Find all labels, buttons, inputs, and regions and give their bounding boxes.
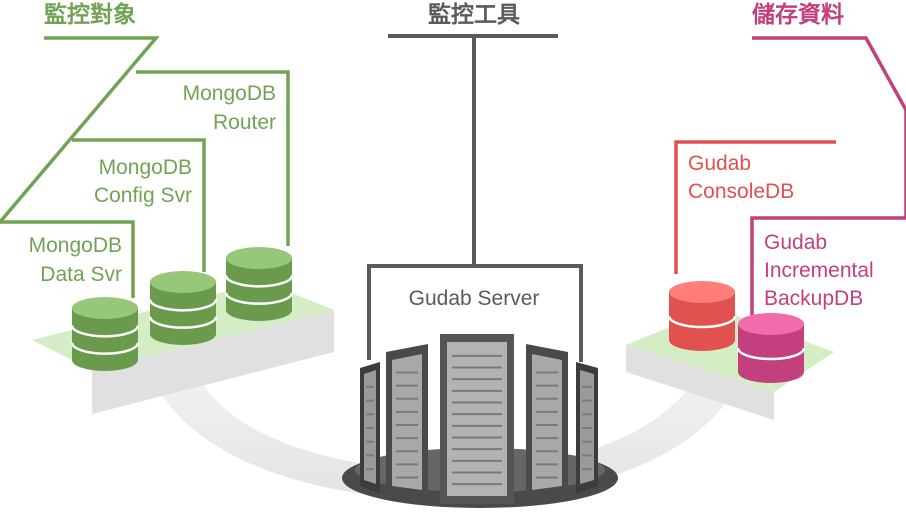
storage-platform-side bbox=[626, 345, 774, 420]
database-top bbox=[150, 271, 216, 293]
data-storage-group: 儲存資料 Gudab ConsoleDB Gudab Incremental B… bbox=[626, 1, 906, 420]
data-storage-title: 儲存資料 bbox=[752, 1, 844, 27]
database-body bbox=[738, 324, 804, 383]
router-label-line2: Router bbox=[213, 111, 276, 134]
console-label-line1: Gudab bbox=[688, 152, 751, 175]
incremental-database-icon bbox=[736, 313, 806, 383]
database-band bbox=[224, 292, 294, 305]
console-database-icon bbox=[667, 281, 737, 351]
database-band bbox=[667, 315, 737, 329]
database-band bbox=[736, 347, 806, 361]
server-rack-icon bbox=[360, 334, 598, 504]
database-band bbox=[148, 299, 218, 312]
incremental-label-line2: Incremental bbox=[764, 259, 874, 282]
monitored-platform-side bbox=[92, 310, 334, 414]
router-label-line1: MongoDB bbox=[183, 82, 276, 105]
database-band bbox=[148, 316, 218, 329]
database-top bbox=[669, 281, 735, 303]
monitored-targets-title: 監控對象 bbox=[44, 1, 136, 27]
data-database-icon bbox=[70, 297, 140, 371]
database-top bbox=[738, 313, 804, 335]
router-database-icon bbox=[224, 247, 294, 321]
monitored-targets-group: 監控對象 MongoDB Router MongoDB Config Svr M… bbox=[0, 1, 334, 414]
data-label-line2: Data Svr bbox=[40, 263, 122, 286]
config-label-line1: MongoDB bbox=[99, 156, 192, 179]
database-body bbox=[226, 258, 292, 321]
server-label: Gudab Server bbox=[409, 287, 540, 310]
tool-connector-lines bbox=[367, 34, 583, 362]
database-band bbox=[224, 275, 294, 288]
config-label-line2: Config Svr bbox=[94, 184, 192, 207]
incremental-label-line1: Gudab bbox=[764, 231, 827, 254]
database-top bbox=[226, 247, 292, 269]
incremental-label-line3: BackupDB bbox=[764, 287, 863, 310]
database-band bbox=[70, 342, 140, 355]
console-label-line2: ConsoleDB bbox=[688, 180, 794, 203]
monitoring-tool-group: 監控工具 Gudab Server bbox=[342, 1, 618, 508]
data-label-line1: MongoDB bbox=[29, 234, 122, 257]
config-database-icon bbox=[148, 271, 218, 345]
monitoring-tool-title: 監控工具 bbox=[428, 1, 520, 27]
monitored-connector-lines bbox=[0, 36, 290, 298]
database-band bbox=[70, 325, 140, 338]
database-body bbox=[669, 292, 735, 351]
database-top bbox=[72, 297, 138, 319]
database-body bbox=[72, 308, 138, 371]
storage-connector-lines bbox=[674, 36, 906, 330]
database-body bbox=[150, 282, 216, 345]
